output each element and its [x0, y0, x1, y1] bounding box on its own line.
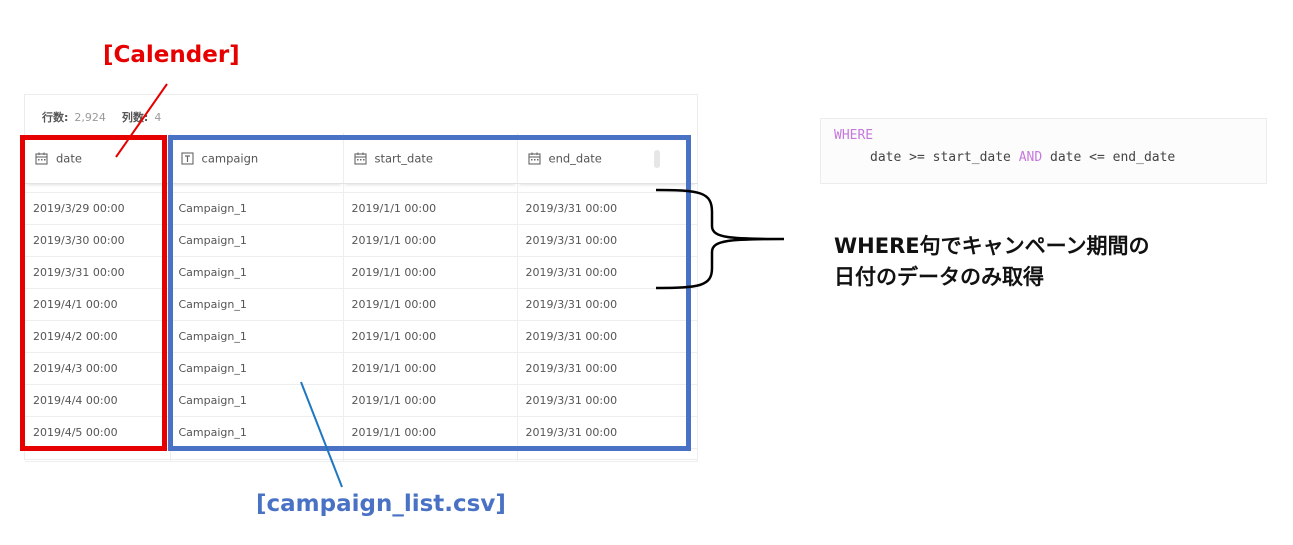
table-row: 2019/3/29 00:00 Campaign_1 2019/1/1 00:0…	[25, 192, 698, 225]
cell-date: 2019/3/30 00:00	[25, 224, 171, 257]
column-header-label: end_date	[548, 151, 602, 166]
text-type-icon	[180, 152, 194, 165]
cell-date: 2019/3/31 00:00	[25, 256, 171, 289]
sql-keyword-and: AND	[1018, 150, 1043, 165]
cell-start-date: 2019/1/1 00:00	[343, 352, 518, 385]
cell-campaign: Campaign_1	[170, 256, 344, 289]
range-brace	[655, 188, 785, 290]
cell-start-date: 2019/1/1 00:00	[343, 384, 518, 417]
cell-start-date: 2019/1/1 00:00	[343, 256, 518, 289]
caption-line: 日付のデータのみ取得	[834, 265, 1044, 289]
cell-date: 2019/4/3 00:00	[25, 352, 171, 385]
cell-start-date: 2019/1/1 00:00	[343, 320, 518, 353]
cell-end-date: 2019/3/31 00:00	[517, 384, 698, 417]
cell-campaign: Campaign_1	[170, 224, 344, 257]
table-row: 2019/4/5 00:00 Campaign_1 2019/1/1 00:00…	[25, 416, 698, 449]
cell-start-date: 2019/1/1 00:00	[343, 288, 518, 321]
table-row: 2019/3/31 00:00 Campaign_1 2019/1/1 00:0…	[25, 256, 698, 289]
column-header-label: date	[56, 151, 82, 166]
cell-end-date: 2019/3/31 00:00	[517, 352, 698, 385]
table-row: 2019/4/4 00:00 Campaign_1 2019/1/1 00:00…	[25, 384, 698, 417]
row-count-value: 2,924	[74, 111, 106, 124]
caption-line: WHERE句でキャンペーン期間の	[834, 234, 1150, 258]
sql-keyword-where: WHERE	[834, 128, 874, 143]
cell-end-date: 2019/3/31 00:00	[517, 224, 698, 257]
cell-start-date: 2019/1/1 00:00	[343, 192, 518, 225]
cell-date: 2019/4/1 00:00	[25, 288, 171, 321]
column-header-start-date[interactable]: start_date	[343, 133, 518, 184]
cell-campaign: Campaign_1	[170, 288, 344, 321]
sql-where-snippet: WHERE date >= start_date AND date <= end…	[820, 118, 1267, 184]
cell-start-date: 2019/1/1 00:00	[343, 224, 518, 257]
column-header-campaign[interactable]: campaign	[170, 133, 344, 184]
table-row: 2019/4/1 00:00 Campaign_1 2019/1/1 00:00…	[25, 288, 698, 321]
column-header-label: campaign	[201, 151, 259, 166]
cell-campaign: Campaign_1	[170, 192, 344, 225]
cell-campaign: Campaign_1	[170, 352, 344, 385]
column-count-value: 4	[154, 111, 162, 124]
cell-campaign: Campaign_1	[170, 384, 344, 417]
cell-campaign: Campaign_1	[170, 320, 344, 353]
scrollbar-thumb[interactable]	[654, 150, 660, 168]
calendar-highlight-frame	[20, 135, 167, 451]
explanation-caption: WHERE句でキャンペーン期間の 日付のデータのみ取得	[834, 231, 1150, 293]
cell-date: 2019/3/29 00:00	[25, 192, 171, 225]
cell-campaign: Campaign_1	[170, 416, 344, 449]
campaign-list-label: [campaign_list.csv]	[256, 491, 506, 517]
sql-condition-part1: date >= start_date	[870, 150, 1019, 165]
row-count-label: 行数:	[42, 111, 69, 124]
cell-end-date: 2019/3/31 00:00	[517, 320, 698, 353]
header-row: date campaign start_date end_date	[25, 133, 698, 184]
cell-end-date: 2019/3/31 00:00	[517, 288, 698, 321]
calendar-icon	[527, 152, 541, 165]
calender-label: [Calender]	[103, 42, 240, 68]
row-spacer	[25, 448, 698, 462]
column-header-end-date[interactable]: end_date	[517, 133, 698, 184]
table-row: 2019/4/3 00:00 Campaign_1 2019/1/1 00:00…	[25, 352, 698, 385]
table-row: 2019/4/2 00:00 Campaign_1 2019/1/1 00:00…	[25, 320, 698, 353]
calendar-icon	[353, 152, 367, 165]
data-grid: date campaign start_date end_date 20	[25, 133, 698, 462]
cell-end-date: 2019/3/31 00:00	[517, 256, 698, 289]
calender-pointer-line	[115, 83, 168, 158]
campaign-list-highlight-frame	[168, 135, 691, 451]
calendar-icon	[35, 152, 48, 165]
cell-date: 2019/4/4 00:00	[25, 384, 171, 417]
cell-end-date: 2019/3/31 00:00	[517, 192, 698, 225]
cell-date: 2019/4/5 00:00	[25, 416, 171, 449]
sql-condition-part2: date <= end_date	[1042, 150, 1176, 165]
column-header-date[interactable]: date	[25, 133, 171, 184]
row-spacer	[25, 183, 698, 193]
table-row: 2019/3/30 00:00 Campaign_1 2019/1/1 00:0…	[25, 224, 698, 257]
cell-date: 2019/4/2 00:00	[25, 320, 171, 353]
column-header-label: start_date	[374, 151, 433, 166]
campaign-pointer-line	[300, 381, 343, 488]
